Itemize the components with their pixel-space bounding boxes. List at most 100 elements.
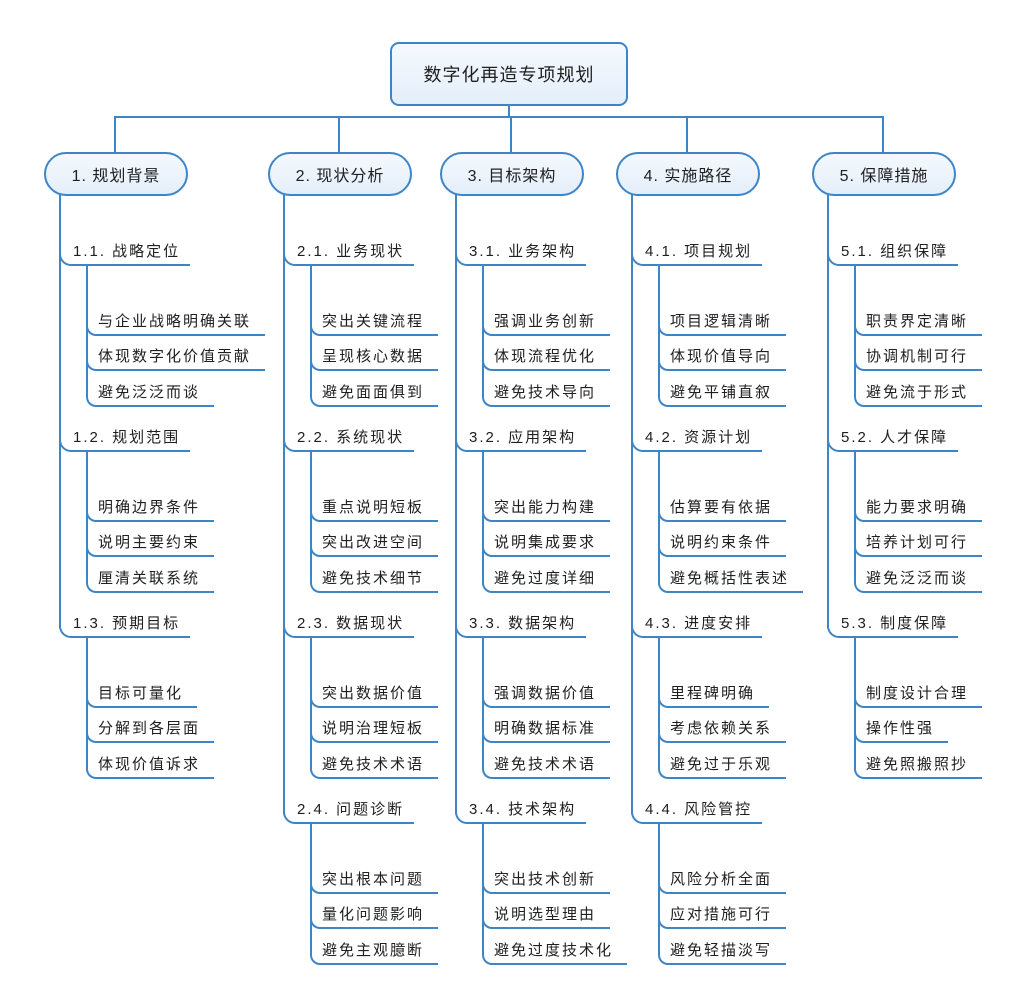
subtopic-section: 2.1. 业务现状 突出关键流程 呈现核心数据 避免面面俱到 bbox=[268, 240, 498, 412]
leaf-row: 避免技术术语 bbox=[482, 753, 611, 779]
leaf-row: 避免技术细节 bbox=[310, 567, 439, 593]
leaf-row: 目标可量化 bbox=[86, 682, 198, 708]
leaf-node[interactable]: 明确边界条件 bbox=[98, 496, 215, 522]
leaf-node[interactable]: 避免过度技术化 bbox=[494, 939, 628, 965]
leaf-row: 培养计划可行 bbox=[854, 531, 983, 557]
leaf-node[interactable]: 分解到各层面 bbox=[98, 717, 215, 743]
leaf-node[interactable]: 体现价值导向 bbox=[670, 345, 787, 371]
connector-elbow bbox=[827, 438, 842, 452]
subtopic-node[interactable]: 5.2. 人才保障 bbox=[841, 426, 959, 452]
leaf-node[interactable]: 体现数字化价值贡献 bbox=[98, 345, 266, 371]
subtopic-node[interactable]: 4.4. 风险管控 bbox=[645, 798, 763, 824]
subtopic-node[interactable]: 5.3. 制度保障 bbox=[841, 612, 959, 638]
leaf-node[interactable]: 体现流程优化 bbox=[494, 345, 611, 371]
subtopic-node[interactable]: 1.2. 规划范围 bbox=[73, 426, 191, 452]
leaf-row: 避免平铺直叙 bbox=[658, 381, 787, 407]
subtopic-node[interactable]: 2.2. 系统现状 bbox=[297, 426, 415, 452]
leaf-node[interactable]: 制度设计合理 bbox=[866, 682, 983, 708]
leaf-node[interactable]: 避免过于乐观 bbox=[670, 753, 787, 779]
leaf-node[interactable]: 避免技术细节 bbox=[322, 567, 439, 593]
leaf-node[interactable]: 协调机制可行 bbox=[866, 345, 983, 371]
branch-node-2[interactable]: 2. 现状分析 bbox=[268, 152, 412, 196]
leaf-node[interactable]: 说明集成要求 bbox=[494, 531, 611, 557]
leaf-node[interactable]: 说明约束条件 bbox=[670, 531, 787, 557]
leaf-node[interactable]: 强调业务创新 bbox=[494, 310, 611, 336]
subtopic-node[interactable]: 5.1. 组织保障 bbox=[841, 240, 959, 266]
branch-node-5[interactable]: 5. 保障措施 bbox=[812, 152, 956, 196]
root-node[interactable]: 数字化再造专项规划 bbox=[390, 42, 628, 106]
subtopic-node[interactable]: 3.2. 应用架构 bbox=[469, 426, 587, 452]
subtopic-node[interactable]: 2.1. 业务现状 bbox=[297, 240, 415, 266]
leaf-node[interactable]: 说明治理短板 bbox=[322, 717, 439, 743]
subtopic-node[interactable]: 2.3. 数据现状 bbox=[297, 612, 415, 638]
branch-node-3[interactable]: 3. 目标架构 bbox=[440, 152, 584, 196]
connector-elbow bbox=[455, 438, 470, 452]
leaf-node[interactable]: 体现价值诉求 bbox=[98, 753, 215, 779]
leaf-node[interactable]: 突出数据价值 bbox=[322, 682, 439, 708]
subtopic-node[interactable]: 4.2. 资源计划 bbox=[645, 426, 763, 452]
connector-elbow bbox=[827, 252, 842, 266]
subtopic-node[interactable]: 3.1. 业务架构 bbox=[469, 240, 587, 266]
connector-elbow bbox=[658, 694, 670, 708]
leaf-node[interactable]: 明确数据标准 bbox=[494, 717, 611, 743]
leaf-node[interactable]: 避免泛泛而谈 bbox=[98, 381, 215, 407]
leaf-node[interactable]: 避免技术导向 bbox=[494, 381, 611, 407]
leaf-row: 强调业务创新 bbox=[482, 310, 611, 336]
leaf-node[interactable]: 风险分析全面 bbox=[670, 868, 787, 894]
leaf-node[interactable]: 避免泛泛而谈 bbox=[866, 567, 983, 593]
leaf-node[interactable]: 避免主观臆断 bbox=[322, 939, 439, 965]
leaf-node[interactable]: 呈现核心数据 bbox=[322, 345, 439, 371]
branch-node-1[interactable]: 1. 规划背景 bbox=[44, 152, 188, 196]
leaf-node[interactable]: 里程碑明确 bbox=[670, 682, 770, 708]
connector-elbow bbox=[482, 508, 494, 522]
leaf-node[interactable]: 厘清关联系统 bbox=[98, 567, 215, 593]
subtopic-section: 5.2. 人才保障 能力要求明确 培养计划可行 避免泛泛而谈 bbox=[812, 426, 1016, 598]
branch-column-1: 1. 规划背景 1.1. 战略定位 与企业战略明确关联 体现数字化价值贡献 避免… bbox=[44, 152, 274, 994]
subtopic-section: 1.2. 规划范围 明确边界条件 说明主要约束 厘清关联系统 bbox=[44, 426, 274, 598]
subtopic-node[interactable]: 4.1. 项目规划 bbox=[645, 240, 763, 266]
subtopic-section: 2.3. 数据现状 突出数据价值 说明治理短板 避免技术术语 bbox=[268, 612, 498, 784]
leaf-node[interactable]: 说明主要约束 bbox=[98, 531, 215, 557]
leaf-node[interactable]: 培养计划可行 bbox=[866, 531, 983, 557]
leaf-node[interactable]: 操作性强 bbox=[866, 717, 949, 743]
leaf-node[interactable]: 避免流于形式 bbox=[866, 381, 983, 407]
subtopic-node[interactable]: 3.3. 数据架构 bbox=[469, 612, 587, 638]
leaf-node[interactable]: 突出改进空间 bbox=[322, 531, 439, 557]
leaf-node[interactable]: 避免平铺直叙 bbox=[670, 381, 787, 407]
leaf-node[interactable]: 避免技术术语 bbox=[494, 753, 611, 779]
leaf-node[interactable]: 强调数据价值 bbox=[494, 682, 611, 708]
leaf-node[interactable]: 目标可量化 bbox=[98, 682, 198, 708]
leaf-node[interactable]: 应对措施可行 bbox=[670, 903, 787, 929]
subtopic-node[interactable]: 4.3. 进度安排 bbox=[645, 612, 763, 638]
connector-elbow bbox=[283, 624, 298, 638]
leaf-node[interactable]: 说明选型理由 bbox=[494, 903, 611, 929]
leaf-node[interactable]: 避免照搬照抄 bbox=[866, 753, 983, 779]
leaf-node[interactable]: 估算要有依据 bbox=[670, 496, 787, 522]
connector-elbow bbox=[658, 357, 670, 371]
subtopic-node[interactable]: 3.4. 技术架构 bbox=[469, 798, 587, 824]
leaf-node[interactable]: 重点说明短板 bbox=[322, 496, 439, 522]
leaf-node[interactable]: 突出能力构建 bbox=[494, 496, 611, 522]
subtopic-node[interactable]: 1.3. 预期目标 bbox=[73, 612, 191, 638]
leaf-node[interactable]: 项目逻辑清晰 bbox=[670, 310, 787, 336]
leaf-row: 避免过度详细 bbox=[482, 567, 611, 593]
subtopic-node[interactable]: 1.1. 战略定位 bbox=[73, 240, 191, 266]
leaf-node[interactable]: 避免轻描淡写 bbox=[670, 939, 787, 965]
leaf-node[interactable]: 能力要求明确 bbox=[866, 496, 983, 522]
leaf-node[interactable]: 考虑依赖关系 bbox=[670, 717, 787, 743]
connector-elbow bbox=[482, 880, 494, 894]
leaf-node[interactable]: 避免面面俱到 bbox=[322, 381, 439, 407]
branch-node-4[interactable]: 4. 实施路径 bbox=[616, 152, 760, 196]
leaf-node[interactable]: 避免过度详细 bbox=[494, 567, 611, 593]
leaf-node[interactable]: 与企业战略明确关联 bbox=[98, 310, 266, 336]
leaf-row: 突出根本问题 bbox=[310, 868, 439, 894]
leaf-node[interactable]: 量化问题影响 bbox=[322, 903, 439, 929]
leaf-node[interactable]: 避免技术术语 bbox=[322, 753, 439, 779]
leaf-node[interactable]: 避免概括性表述 bbox=[670, 567, 804, 593]
connector-elbow bbox=[310, 322, 322, 336]
subtopic-node[interactable]: 2.4. 问题诊断 bbox=[297, 798, 415, 824]
leaf-node[interactable]: 突出关键流程 bbox=[322, 310, 439, 336]
leaf-node[interactable]: 突出技术创新 bbox=[494, 868, 611, 894]
leaf-node[interactable]: 突出根本问题 bbox=[322, 868, 439, 894]
leaf-node[interactable]: 职责界定清晰 bbox=[866, 310, 983, 336]
